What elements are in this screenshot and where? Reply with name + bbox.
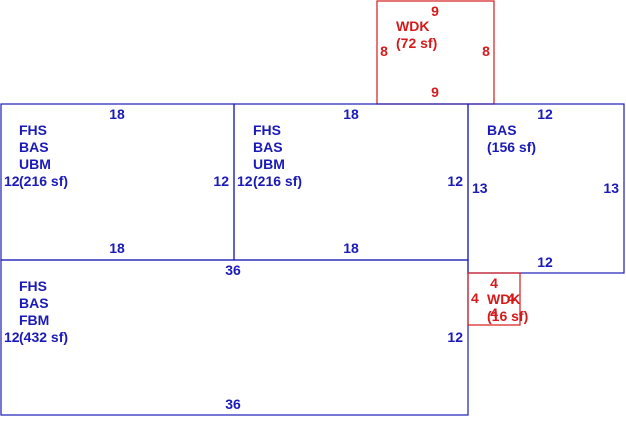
- area-label-line: FBM: [19, 312, 49, 328]
- area-label-line: (156 sf): [487, 139, 536, 155]
- dimension-label: 18: [109, 106, 125, 122]
- area-label-line: FHS: [19, 122, 47, 138]
- area-sec-d: FHS BAS FBM (432 sf) 36 12 12 36: [0, 259, 469, 416]
- dimension-label: 12: [537, 106, 553, 122]
- dimension-label: 9: [431, 84, 439, 100]
- area-sec-c: BAS (156 sf) 12 13 13 12: [467, 103, 625, 274]
- dimension-label: 12: [237, 173, 253, 189]
- area-label-line: BAS: [253, 139, 283, 155]
- dimension-label: 4: [490, 305, 498, 321]
- area-label-line: FHS: [19, 278, 47, 294]
- area-label-line: (72 sf): [396, 35, 437, 51]
- wdk-small-outline: [467, 272, 521, 326]
- dimension-label: 12: [213, 173, 229, 189]
- dimension-label: 18: [343, 240, 359, 256]
- dimension-label: 12: [4, 329, 20, 345]
- sec-d-outline: [0, 259, 469, 416]
- dimension-label: 8: [380, 43, 388, 59]
- area-label-line: (216 sf): [19, 173, 68, 189]
- dimension-label: 12: [447, 173, 463, 189]
- area-wdk-small: WDK (16 sf) 4 4 4 4: [467, 272, 528, 326]
- dimension-label: 12: [4, 173, 20, 189]
- area-wdk-top: WDK (72 sf) 9 8 8 9: [376, 0, 495, 105]
- area-label-line: (16 sf): [487, 308, 528, 324]
- dimension-label: 36: [225, 262, 241, 278]
- area-label-line: FHS: [253, 122, 281, 138]
- area-label-line: WDK: [487, 291, 520, 307]
- area-label-line: UBM: [253, 156, 285, 172]
- sec-c-outline: [467, 103, 625, 274]
- area-sec-b: FHS BAS UBM (216 sf) 18 12 12 18: [233, 103, 469, 261]
- dimension-label: 18: [343, 106, 359, 122]
- dimension-label: 18: [109, 240, 125, 256]
- dimension-label: 13: [472, 180, 488, 196]
- dimension-label: 4: [471, 290, 479, 306]
- area-label-line: BAS: [487, 122, 517, 138]
- dimension-label: 36: [225, 396, 241, 412]
- dimension-label: 4: [507, 290, 515, 306]
- area-label-line: UBM: [19, 156, 51, 172]
- area-sec-a: FHS BAS UBM (216 sf) 18 12 12 18: [0, 103, 235, 261]
- area-label-line: WDK: [396, 18, 429, 34]
- dimension-label: 12: [447, 329, 463, 345]
- area-label-line: (216 sf): [253, 173, 302, 189]
- area-label-line: BAS: [19, 295, 49, 311]
- dimension-label: 12: [537, 254, 553, 270]
- area-label-line: (432 sf): [19, 329, 68, 345]
- area-label-line: BAS: [19, 139, 49, 155]
- dimension-label: 13: [603, 180, 619, 196]
- dimension-label: 9: [431, 3, 439, 19]
- dimension-label: 8: [482, 43, 490, 59]
- dimension-label: 4: [490, 275, 498, 291]
